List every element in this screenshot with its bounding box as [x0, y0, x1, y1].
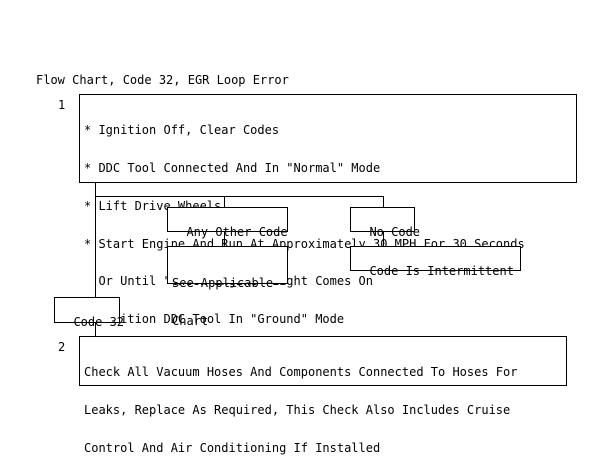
step-2-line: Check All Vacuum Hoses And Components Co… [84, 365, 518, 380]
step-2-line: Leaks, Replace As Required, This Check A… [84, 402, 511, 417]
connector-no-code-to-intermittent [383, 231, 384, 246]
connector-any-other-to-see-chart [224, 231, 225, 246]
no-code-box: No Code [350, 207, 420, 238]
step-2-box: Check All Vacuum Hoses And Components Co… [79, 336, 567, 454]
connector-code32-to-step2 [95, 322, 96, 336]
any-other-code-box: Any Other Code [167, 207, 288, 238]
step-1-line: * Position DDC Tool In "Ground" Mode [84, 312, 345, 327]
connector-step1-to-code32 [95, 182, 96, 298]
code-32-box: Code 32 [54, 297, 124, 328]
step-2-line: Control And Air Conditioning If Installe… [84, 440, 381, 455]
code-32-label: Code 32 [73, 314, 125, 329]
see-applicable-chart-line: See Applicable [172, 276, 274, 291]
step-1-line: * Ignition Off, Clear Codes [84, 123, 280, 138]
connector-to-any-other-code [224, 196, 225, 207]
code-intermittent-box: Code Is Intermittent [350, 246, 521, 277]
step-2-number: 2 [58, 340, 66, 354]
see-applicable-chart-box: See Applicable Chart [167, 246, 288, 327]
step-1-number: 1 [58, 98, 66, 112]
code-intermittent-label: Code Is Intermittent [369, 263, 514, 278]
step-1-line: * DDC Tool Connected And In "Normal" Mod… [84, 160, 381, 175]
no-code-label: No Code [369, 224, 421, 239]
connector-branch-bus [95, 196, 384, 197]
step-1-line: * Lift Drive Wheels [84, 198, 222, 213]
chart-title: Flow Chart, Code 32, EGR Loop Error [36, 73, 289, 87]
see-applicable-chart-line: Chart [172, 313, 209, 328]
any-other-code-label: Any Other Code [186, 224, 288, 239]
connector-to-no-code [383, 196, 384, 207]
step-1-box: * Ignition Off, Clear Codes * DDC Tool C… [79, 94, 577, 325]
